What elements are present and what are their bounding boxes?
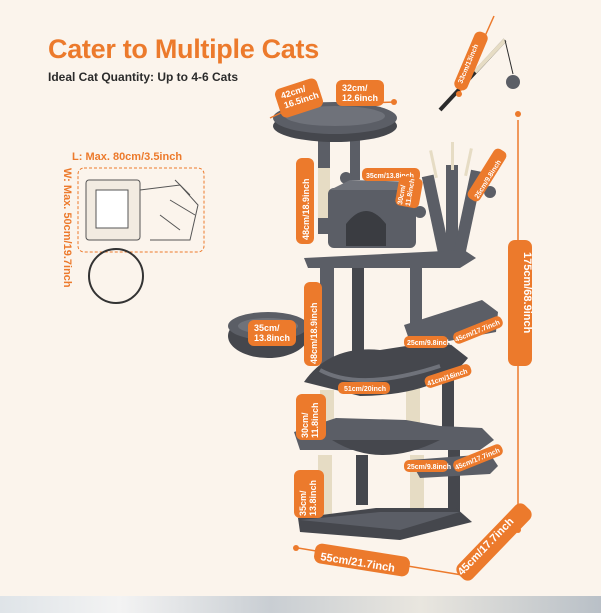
footprint-width-label: W: Max. 50cm/19.7inch (61, 168, 73, 288)
upper-height-label: 48cm/18.9inch (301, 178, 311, 240)
hammock-width-label: 51cm/20inch (344, 386, 386, 393)
total-height-label: 175cm/68.9inch (521, 252, 533, 334)
footprint-diagram (77, 167, 205, 304)
page-title: Cater to Multiple Cats (48, 34, 319, 64)
svg-text:35cm/13.8inch: 35cm/13.8inch (254, 323, 290, 343)
condo-height-tag: 30cm/11.8inch (395, 175, 423, 209)
base-depth-label: 45cm/17.7inch (456, 515, 517, 578)
top-perch-width-tag: 32cm/12.6inch (336, 80, 384, 106)
platform-width-2-label: 25cm/9.8inch (407, 464, 451, 471)
basket-diameter-tag: 35cm/13.8inch (248, 320, 296, 346)
mid-height-label: 48cm/18.9inch (309, 302, 319, 364)
platform-width-1-label: 25cm/9.8inch (407, 340, 451, 347)
svg-text:30cm/11.8inch: 30cm/11.8inch (300, 402, 320, 438)
svg-text:30cm/11.8inch: 30cm/11.8inch (397, 177, 417, 207)
svg-text:35cm/13.8inch: 35cm/13.8inch (298, 480, 318, 516)
footprint-length-label: L: Max. 80cm/3.5inch (72, 151, 182, 163)
cat-tree (228, 38, 520, 540)
lower-height-tag: 30cm/11.8inch (296, 394, 326, 440)
next-image-strip (0, 596, 601, 613)
page-subtitle: Ideal Cat Quantity: Up to 4-6 Cats (48, 70, 239, 84)
base-width-tag: 55cm/21.7inch (314, 543, 410, 577)
base-height-tag: 35cm/13.8inch (294, 470, 324, 518)
svg-text:32cm/12.6inch: 32cm/12.6inch (342, 83, 378, 103)
base-depth-tag: 45cm/17.7inch (456, 503, 532, 581)
top-perch-depth-tag: 42cm/16.5inch (275, 78, 323, 118)
condo-width-label: 35cm/13.8inch (366, 173, 414, 180)
